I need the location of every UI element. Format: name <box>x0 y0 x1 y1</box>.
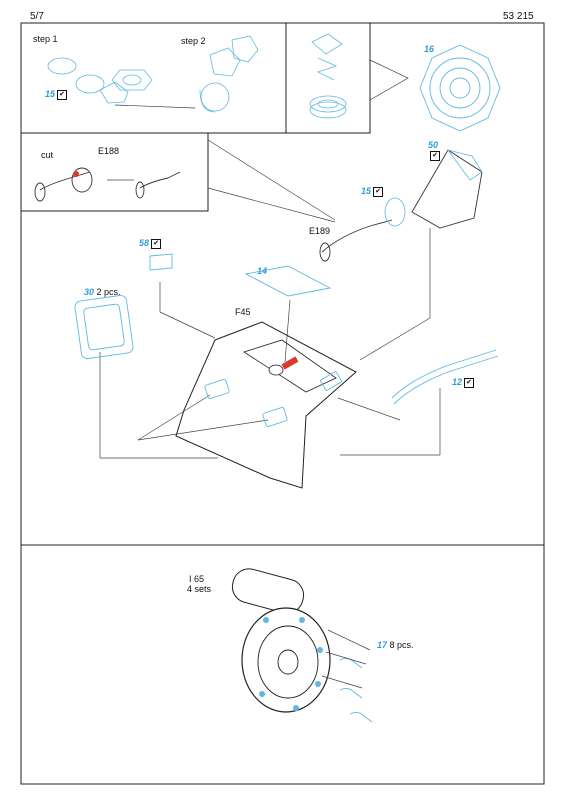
i65-label: I 65 <box>189 574 205 584</box>
part-17-number: 17 <box>377 640 388 650</box>
part-17-label: 17 8 pcs. <box>377 640 414 650</box>
step2-label: step 2 <box>181 36 206 46</box>
part-58-number: 58 <box>139 238 150 248</box>
part-50-number: 50 <box>428 140 439 150</box>
detail-parts <box>309 33 347 119</box>
check-icon: ✔ <box>464 377 475 388</box>
part-15-number: 15 <box>361 186 372 196</box>
part-30-label: 30 2 pcs. <box>84 287 121 297</box>
cut-panel-pipes <box>34 167 181 202</box>
part17-arrows <box>321 629 371 689</box>
cut-label: cut <box>41 150 54 160</box>
part-14-number: 14 <box>257 266 268 276</box>
check-icon: ✔ <box>57 89 68 100</box>
check-icon: ✔ <box>373 186 384 197</box>
step-panel <box>20 22 287 134</box>
part15-50-etch <box>384 149 483 227</box>
part17-clips <box>339 657 373 723</box>
sets-label: 4 sets <box>187 584 212 594</box>
cut-mark <box>73 171 79 177</box>
cut-panel <box>20 132 209 212</box>
part-15-step-label: 15✔ <box>45 89 68 100</box>
step1-label: step 1 <box>33 34 58 44</box>
panel-frames <box>20 22 545 785</box>
part-15-number: 15 <box>45 89 56 99</box>
part-30-number: 30 <box>84 287 95 297</box>
part16-flange <box>419 44 501 132</box>
part-16-number: 16 <box>424 44 435 54</box>
e188-label: E188 <box>98 146 120 156</box>
callout-lines <box>99 59 441 459</box>
part-12-number: 12 <box>452 377 463 387</box>
check-icon: ✔ <box>430 150 440 161</box>
part-50-check: ✔ <box>428 150 440 161</box>
f45-label: F45 <box>235 307 251 317</box>
step1-parts <box>47 57 153 104</box>
step2-parts <box>199 35 259 113</box>
i65-rivets <box>259 617 323 711</box>
part-15-label: 15✔ <box>361 186 384 197</box>
part-58-label: 58✔ <box>139 238 162 249</box>
page-number: 5/7 <box>30 11 44 22</box>
e189-label: E189 <box>309 226 331 236</box>
f45-plate <box>175 321 357 489</box>
detail-panel <box>285 22 371 134</box>
check-icon: ✔ <box>151 238 162 249</box>
pcs-8-label: 8 pcs. <box>389 640 414 650</box>
part-12-label: 12✔ <box>452 377 475 388</box>
e189-assembly <box>319 149 483 262</box>
plate-etch <box>74 253 499 427</box>
i65-assembly <box>231 568 331 713</box>
pcs-2-label: 2 pcs. <box>96 287 121 297</box>
product-code: 53 215 <box>503 11 534 22</box>
